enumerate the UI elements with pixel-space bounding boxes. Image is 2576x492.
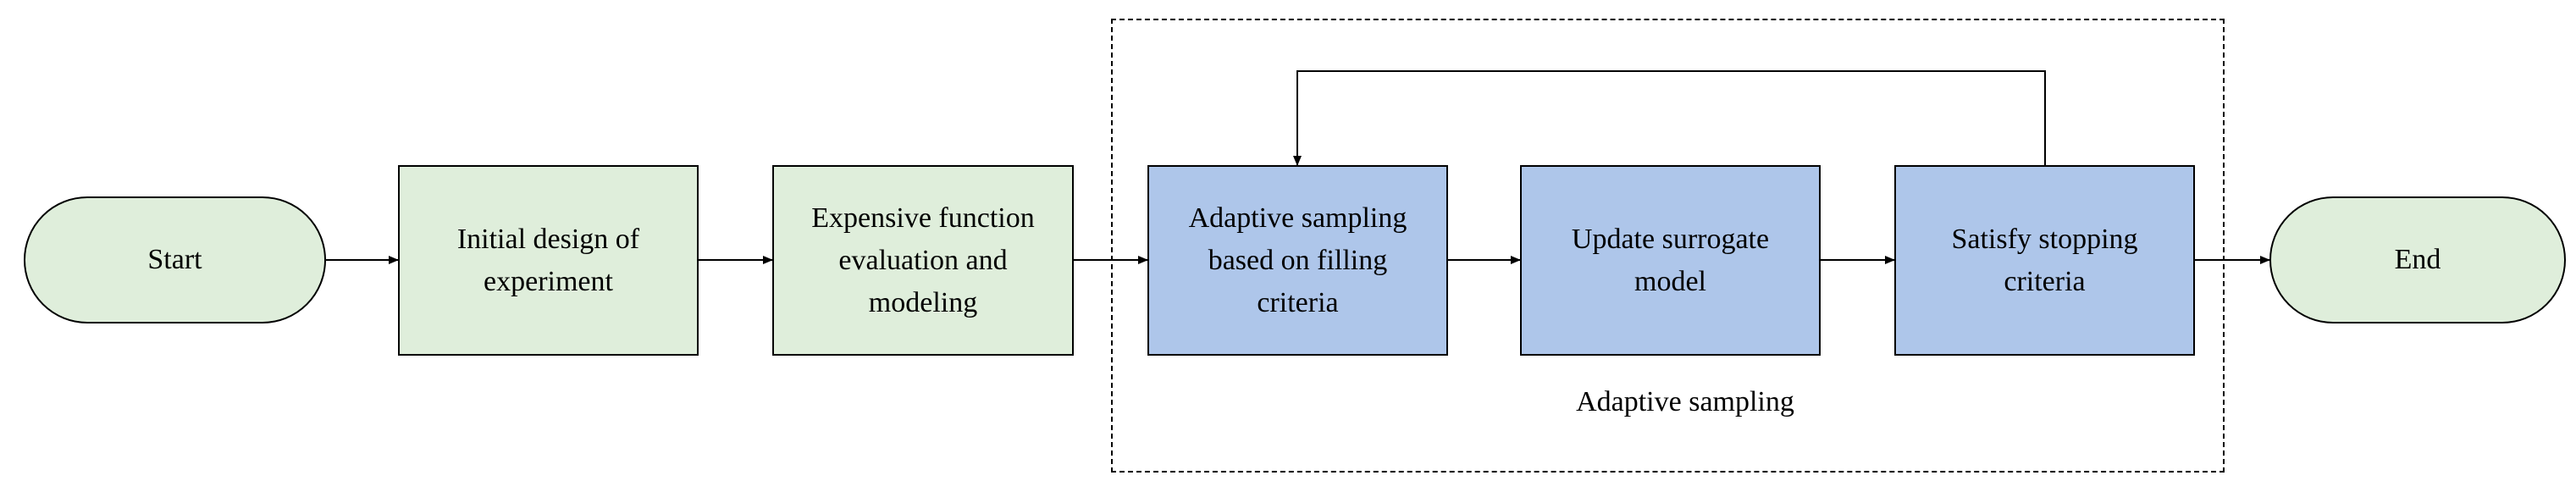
end-node: End	[2269, 196, 2566, 323]
start-node: Start	[24, 196, 326, 323]
adaptive-sampling-label: Adaptive sampling based on filling crite…	[1188, 202, 1407, 318]
update-surrogate-node: Update surrogate model	[1520, 165, 1821, 356]
end-label: End	[2394, 244, 2441, 275]
update-surrogate-label: Update surrogate model	[1571, 223, 1770, 297]
satisfy-stopping-node: Satisfy stopping criteria	[1894, 165, 2195, 356]
satisfy-stopping-label: Satisfy stopping criteria	[1951, 223, 2138, 297]
adaptive-sampling-node: Adaptive sampling based on filling crite…	[1147, 165, 1448, 356]
expensive-eval-label: Expensive function evaluation and modeli…	[811, 202, 1035, 318]
expensive-eval-node: Expensive function evaluation and modeli…	[772, 165, 1074, 356]
initial-doe-node: Initial design of experiment	[398, 165, 699, 356]
arrow-loop-back-to-adaptive-sampling	[1293, 70, 2046, 166]
initial-doe-label: Initial design of experiment	[456, 223, 640, 297]
adaptive-sampling-group-label: Adaptive sampling	[1576, 386, 1794, 417]
start-label: Start	[147, 244, 202, 275]
adaptive-sampling-group	[1111, 19, 2225, 473]
